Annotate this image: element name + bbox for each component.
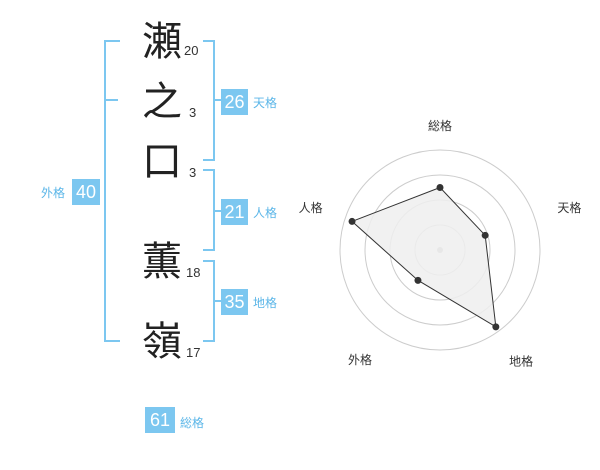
gaikaku-bracket-tick xyxy=(104,99,118,101)
radar-data-area xyxy=(351,186,497,328)
tenkaku-score: 26 xyxy=(221,89,248,115)
radar-axis-label-3: 地格 xyxy=(509,354,533,369)
name-char-1: 瀬 xyxy=(142,19,182,65)
name-char-4: 薫 xyxy=(142,239,182,285)
radar-grid-ring-3 xyxy=(364,174,516,326)
radar-point-4 xyxy=(414,276,422,284)
radar-axis-label-1: 総格 xyxy=(428,118,452,133)
stroke-count-3: 3 xyxy=(189,165,197,180)
jinkaku-score: 21 xyxy=(221,199,248,225)
name-char-3: 口 xyxy=(142,139,182,185)
tenkaku-bracket-tick xyxy=(213,99,221,101)
jinkaku-bracket-tick xyxy=(213,210,221,212)
radar-point-2 xyxy=(481,231,489,239)
soukaku-label: 総格 xyxy=(180,416,205,430)
radar-point-1 xyxy=(436,184,444,191)
name-char-5: 嶺 xyxy=(142,319,182,365)
stroke-count-4: 18 xyxy=(186,265,201,280)
radar-axis-label-5: 人格 xyxy=(299,200,323,215)
chikaku-label: 地格 xyxy=(253,296,278,310)
jinkaku-label: 人格 xyxy=(253,206,278,220)
radar-axis-label-2: 天格 xyxy=(557,200,581,215)
soukaku-score: 61 xyxy=(145,407,175,433)
stroke-count-2: 3 xyxy=(189,105,197,120)
gaikaku-score: 40 xyxy=(72,179,100,205)
radar-grid-ring-4 xyxy=(339,149,541,351)
gaikaku-label: 外格 xyxy=(41,186,66,200)
chikaku-score: 35 xyxy=(221,289,248,315)
radar-axis-label-4: 外格 xyxy=(348,352,372,367)
chikaku-bracket-tick xyxy=(213,300,221,302)
gaikaku-bracket xyxy=(104,40,120,342)
stroke-count-5: 17 xyxy=(186,345,201,360)
name-char-2: 之 xyxy=(142,79,182,125)
radar-point-5 xyxy=(348,217,356,225)
stroke-count-1: 20 xyxy=(184,43,199,58)
radar-point-3 xyxy=(492,323,500,331)
tenkaku-label: 天格 xyxy=(253,96,278,110)
